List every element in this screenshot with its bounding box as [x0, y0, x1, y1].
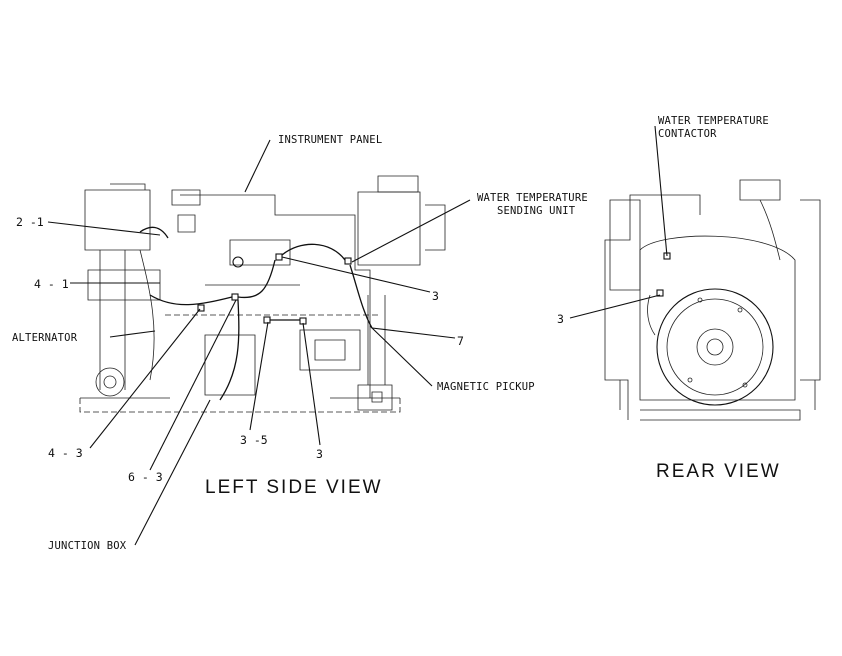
callout-3-bottom: 3 [316, 447, 323, 461]
callout-2-1: 2 -1 [16, 215, 44, 229]
callout-6-3: 6 - 3 [128, 470, 163, 484]
leader-lines [47, 125, 668, 546]
water-temperature-contactor-label-line1: WATER TEMPERATURE [658, 115, 769, 127]
water-temperature-sending-label-line1: WATER TEMPERATURE [477, 192, 588, 204]
left-side-view-title: LEFT SIDE VIEW [205, 477, 383, 498]
left-side-engine-drawing [79, 175, 446, 413]
callout-3-5: 3 -5 [240, 433, 268, 447]
callout-3-right: 3 [432, 289, 439, 303]
instrument-panel-label: INSTRUMENT PANEL [278, 134, 382, 146]
callout-4-3: 4 - 3 [48, 446, 83, 460]
callout-4-1: 4 - 1 [34, 277, 69, 291]
water-temperature-sending-label-line2: SENDING UNIT [497, 205, 576, 217]
callout-7: 7 [457, 334, 464, 348]
alternator-label: ALTERNATOR [12, 332, 78, 344]
callout-3-rear: 3 [557, 312, 564, 326]
junction-box-label: JUNCTION BOX [48, 540, 127, 552]
magnetic-pickup-label: MAGNETIC PICKUP [437, 381, 535, 393]
rear-view-title: REAR VIEW [656, 461, 781, 482]
water-temperature-contactor-label-line2: CONTACTOR [658, 128, 717, 140]
rear-engine-drawing [604, 179, 821, 421]
